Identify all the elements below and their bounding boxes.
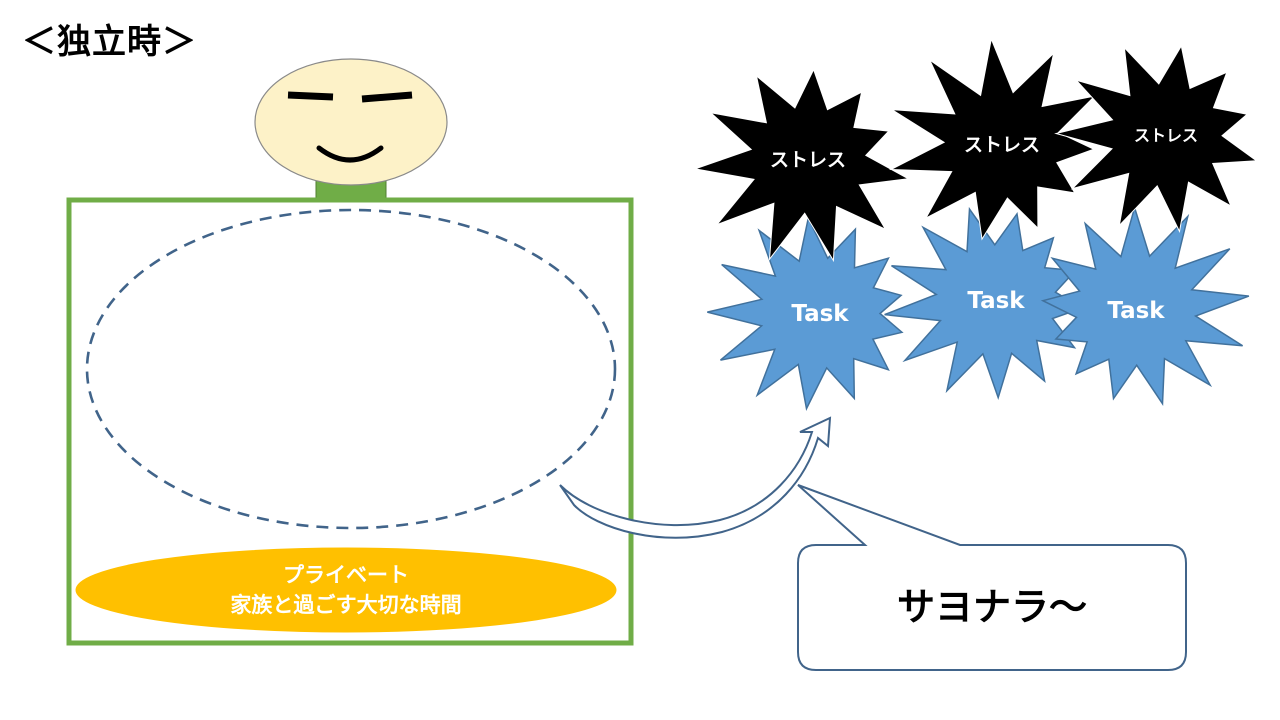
stress-burst-shape [693,68,910,263]
task-burst-shape [1040,204,1250,407]
goodbye-arrow [559,416,832,539]
private-time-area: プライベート 家族と過ごす大切な時間 [75,547,617,633]
goodbye-callout: サヨナラ～ [797,484,1187,671]
empty-space-ellipse [85,208,617,530]
stress-burst-label: ストレス [964,134,1040,156]
stress-burst-2: ストレス [888,37,1097,241]
page-title: ＜独立時＞ [22,22,197,62]
stress-burst-1: ストレス [693,68,910,263]
task-burst-1: Task [707,215,904,411]
left-eye [287,91,334,101]
arrow-body [559,416,832,539]
private-label-line1: プライベート [283,563,409,587]
task-burst-3: Task [1040,204,1250,407]
stress-burst-shape [1054,44,1258,233]
stress-burst-label: ストレス [770,149,846,171]
stress-bursts: ストレスストレスストレス [693,37,1258,263]
person-figure [254,58,448,203]
task-burst-label: Task [1107,298,1165,324]
right-eye [361,91,413,103]
stress-burst-label: ストレス [1134,126,1198,145]
task-burst-label: Task [791,301,849,327]
life-frame [66,197,634,646]
task-burst-label: Task [967,288,1025,314]
stress-burst-3: ストレス [1054,44,1258,233]
person-face [254,58,448,186]
task-burst-shape [707,215,904,411]
smile-mouth [316,145,384,163]
private-time-ellipse [75,547,617,633]
private-label-line2: 家族と過ごす大切な時間 [230,593,461,617]
task-burst-shape [884,206,1084,401]
callout-text: サヨナラ～ [897,585,1087,629]
callout-bubble [797,484,1187,671]
stress-burst-shape [888,37,1097,241]
task-burst-2: Task [884,206,1084,401]
